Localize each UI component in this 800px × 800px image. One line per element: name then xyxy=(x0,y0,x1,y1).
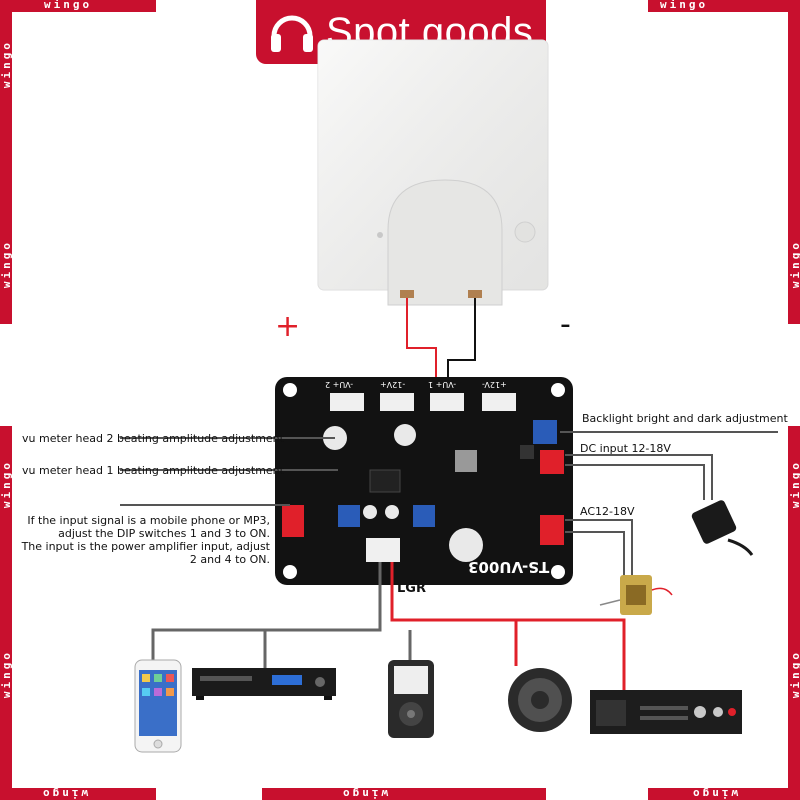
pot-head1 xyxy=(413,505,435,527)
frame-bottom-left xyxy=(0,788,156,800)
label-backlight: Backlight bright and dark adjustment xyxy=(582,412,788,425)
watermark-top-left: wingo xyxy=(44,0,93,11)
frame-top-right xyxy=(648,0,800,12)
label-ac-input: AC12-18V xyxy=(580,505,635,518)
connector-vu2 xyxy=(330,393,364,411)
label-head2: vu meter head 2 beating amplitude adjust… xyxy=(22,432,284,445)
ac-wires xyxy=(565,519,633,580)
frame-right-upper xyxy=(788,0,800,324)
connector-label-vu1: -VU+ 1 xyxy=(428,380,457,389)
speaker-icon xyxy=(508,668,572,732)
vu-meter-screw xyxy=(514,221,536,243)
dc-adapter xyxy=(691,500,754,556)
frame-bottom-right xyxy=(648,788,800,800)
backlight-pot xyxy=(533,420,557,444)
terminal-plus xyxy=(400,290,414,298)
black-wire-meter xyxy=(447,298,476,392)
red-input-wire xyxy=(390,562,626,690)
transformer xyxy=(599,575,673,615)
input-note-line-1: If the input signal is a mobile phone or… xyxy=(27,514,270,527)
terminal-minus xyxy=(468,290,482,298)
dip-switch xyxy=(282,505,304,537)
label-dc-input: DC input 12-18V xyxy=(580,442,671,455)
headphones-icon xyxy=(271,15,313,52)
frame-right-lower xyxy=(788,426,800,800)
phone-icon xyxy=(134,659,182,753)
input-note-line-3: The input is the power amplifier input, … xyxy=(21,540,270,553)
frame-bottom-mid xyxy=(262,788,546,800)
connector-label-12v-b: +12V- xyxy=(482,380,507,389)
label-head1: vu meter head 1 beating amplitude adjust… xyxy=(22,464,284,477)
amplifier-icon xyxy=(590,690,742,734)
label-lgr: LGR xyxy=(397,581,426,596)
plus-sign: + xyxy=(275,309,301,344)
input-connector xyxy=(366,538,400,562)
label-input-note: If the input signal is a mobile phone or… xyxy=(20,514,270,566)
connector-vu1 xyxy=(430,393,464,411)
input-note-line-2: adjust the DIP switches 1 and 3 to ON. xyxy=(58,527,270,540)
connector-12v-b xyxy=(482,393,516,411)
pcb-board xyxy=(275,377,573,585)
pot-head2 xyxy=(338,505,360,527)
minus-sign: - xyxy=(560,307,571,342)
cd-player-icon xyxy=(192,668,336,700)
big-capacitor xyxy=(449,528,483,562)
dc-terminal xyxy=(540,450,564,474)
red-wire-meter xyxy=(406,298,437,392)
input-note-line-4: 2 and 4 to ON. xyxy=(189,553,270,566)
watermark-top-right: wingo xyxy=(660,0,709,11)
frame-left-upper xyxy=(0,0,12,324)
board-model: TS-VU003 xyxy=(468,558,550,576)
connector-12v-a xyxy=(380,393,414,411)
connector-label-vu2: -VU+ 2 xyxy=(325,380,354,389)
connector-label-12v-a: -12V+ xyxy=(380,380,406,389)
dc-wires xyxy=(565,454,713,500)
vu-meter-rear-bulge xyxy=(387,179,503,306)
ac-terminal xyxy=(540,515,564,545)
mp3-player-icon xyxy=(388,660,434,738)
frame-top-left xyxy=(0,0,156,12)
frame-left-lower xyxy=(0,426,12,800)
